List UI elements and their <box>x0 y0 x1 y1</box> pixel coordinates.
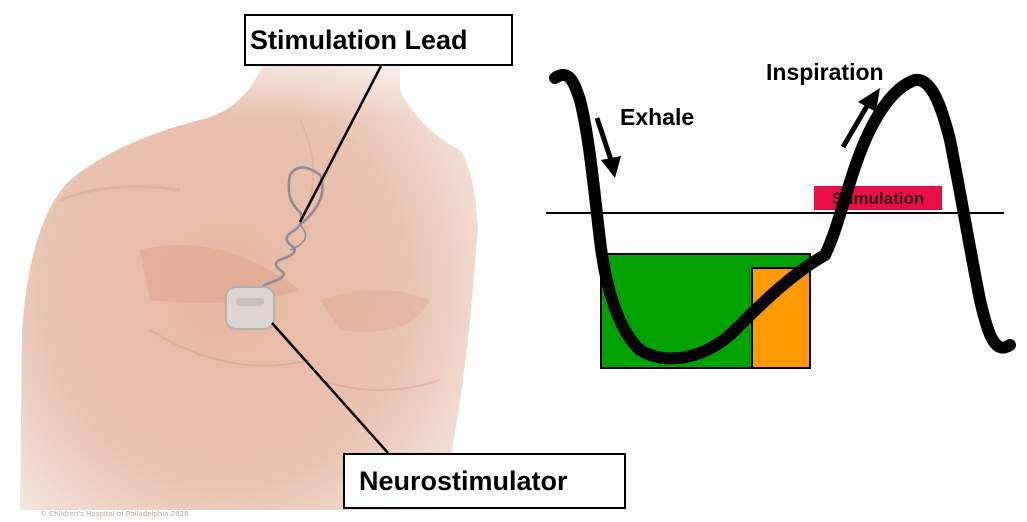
stimulation-lead-label: Stimulation Lead <box>244 14 513 66</box>
torso-illustration <box>20 0 478 510</box>
exhale-arrow-icon <box>597 118 621 178</box>
copyright-text: © Children's Hospital of Philadelphia 20… <box>40 510 189 518</box>
inspiration-label: Inspiration <box>766 59 884 85</box>
respiration-waveform-panel: Stimulation Exhale Inspiration <box>546 59 1010 368</box>
exhale-label: Exhale <box>620 104 694 130</box>
neurostimulator-label: Neurostimulator <box>343 453 626 509</box>
neurostimulator-device <box>226 287 274 329</box>
